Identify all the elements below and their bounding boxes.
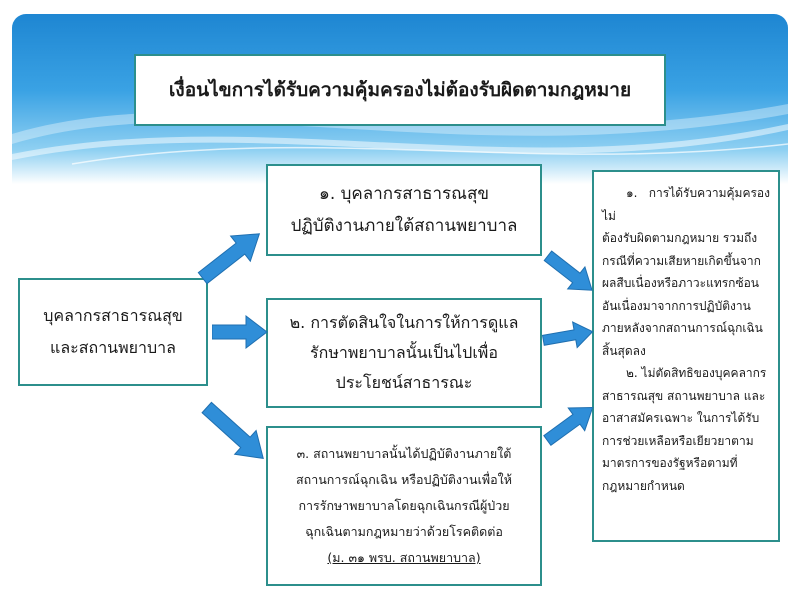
result-1-line-6: ภายหลังจากสถานการณ์ฉุกเฉิน (602, 321, 763, 335)
result-1-line-1: ๑. การได้รับความคุ้มครองไม่ (602, 186, 770, 223)
arrow-subject-to-condition-1 (197, 233, 261, 285)
result-2-line-5: มาตรการของรัฐหรือตามที่ (602, 456, 738, 470)
result-2-line-2: สาธารณสุข สถานพยาบาล และ (602, 388, 766, 403)
result-1-line-2: ต้องรับผิดตามกฎหมาย รวมถึง (602, 231, 758, 245)
arrow-condition-3-to-result (543, 407, 594, 447)
condition-2-line-2: รักษาพยาบาลนั้นเป็นไปเพื่อ (310, 343, 498, 362)
result-2-line-6: กฎหมายกำหนด (602, 478, 685, 493)
result-2-line-1: ๒. ไม่ตัดสิทธิของบุคคลากร (626, 366, 767, 380)
condition-3-reference: (ม. ๓๑ พรบ. สถานพยาบาล) (327, 550, 481, 565)
result-1-line-7: สิ้นสุดลง (602, 343, 646, 358)
result-1-line-4: ผลสืบเนื่องหรือภาวะแทรกซ้อน (602, 276, 760, 290)
condition-1-line-1: ๑. บุคลากรสาธารณสุข (319, 184, 489, 204)
result-2-line-4: การช่วยเหลือหรือเยียวยาตาม (602, 433, 754, 448)
subject-box: บุคลากรสาธารณสุข และสถานพยาบาล (18, 278, 208, 386)
arrow-subject-to-condition-3 (201, 401, 264, 460)
arrow-condition-2-to-result (542, 321, 594, 349)
condition-3-line-1: ๓. สถานพยาบาลนั้นได้ปฏิบัติงานภายใต้ (296, 446, 512, 461)
condition-box-2: ๒. การตัดสินใจในการให้การดูแล รักษาพยาบา… (266, 298, 542, 408)
result-1-line-5: อันเนื่องมาจากการปฏิบัติงาน (602, 298, 751, 313)
condition-3-line-2: สถานการณ์ฉุกเฉิน หรือปฏิบัติงานเพื่อให้ (296, 472, 512, 487)
condition-box-1: ๑. บุคลากรสาธารณสุข ปฏิบัติงานภายใต้สถาน… (266, 164, 542, 256)
page-title-text: เงื่อนไขการได้รับความคุ้มครองไม่ต้องรับผ… (168, 79, 632, 101)
result-1-line-3: กรณีที่ความเสียหายเกิดขึ้นจาก (602, 253, 761, 268)
subject-line-2: และสถานพยาบาล (50, 338, 176, 357)
page-title: เงื่อนไขการได้รับความคุ้มครองไม่ต้องรับผ… (134, 54, 666, 126)
arrow-condition-1-to-result (543, 250, 593, 291)
condition-2-line-3: ประโยชน์สาธารณะ (335, 373, 473, 392)
slide: เงื่อนไขการได้รับความคุ้มครองไม่ต้องรับผ… (12, 14, 788, 594)
arrow-subject-to-condition-2 (212, 315, 268, 349)
condition-1-line-2: ปฏิบัติงานภายใต้สถานพยาบาล (290, 216, 518, 236)
condition-2-line-1: ๒. การตัดสินใจในการให้การดูแล (289, 313, 519, 332)
condition-box-3: ๓. สถานพยาบาลนั้นได้ปฏิบัติงานภายใต้ สถา… (266, 426, 542, 586)
condition-3-line-4: ฉุกเฉินตามกฎหมายว่าด้วยโรคติดต่อ (305, 524, 503, 539)
result-box: ๑. การได้รับความคุ้มครองไม่ ต้องรับผิดตา… (592, 170, 780, 542)
result-2-line-3: อาสาสมัครเฉพาะ ในการได้รับ (602, 411, 760, 425)
subject-line-1: บุคลากรสาธารณสุข (43, 306, 183, 325)
condition-3-line-3: การรักษาพยาบาลโดยฉุกเฉินกรณีผู้ป่วย (298, 498, 510, 513)
